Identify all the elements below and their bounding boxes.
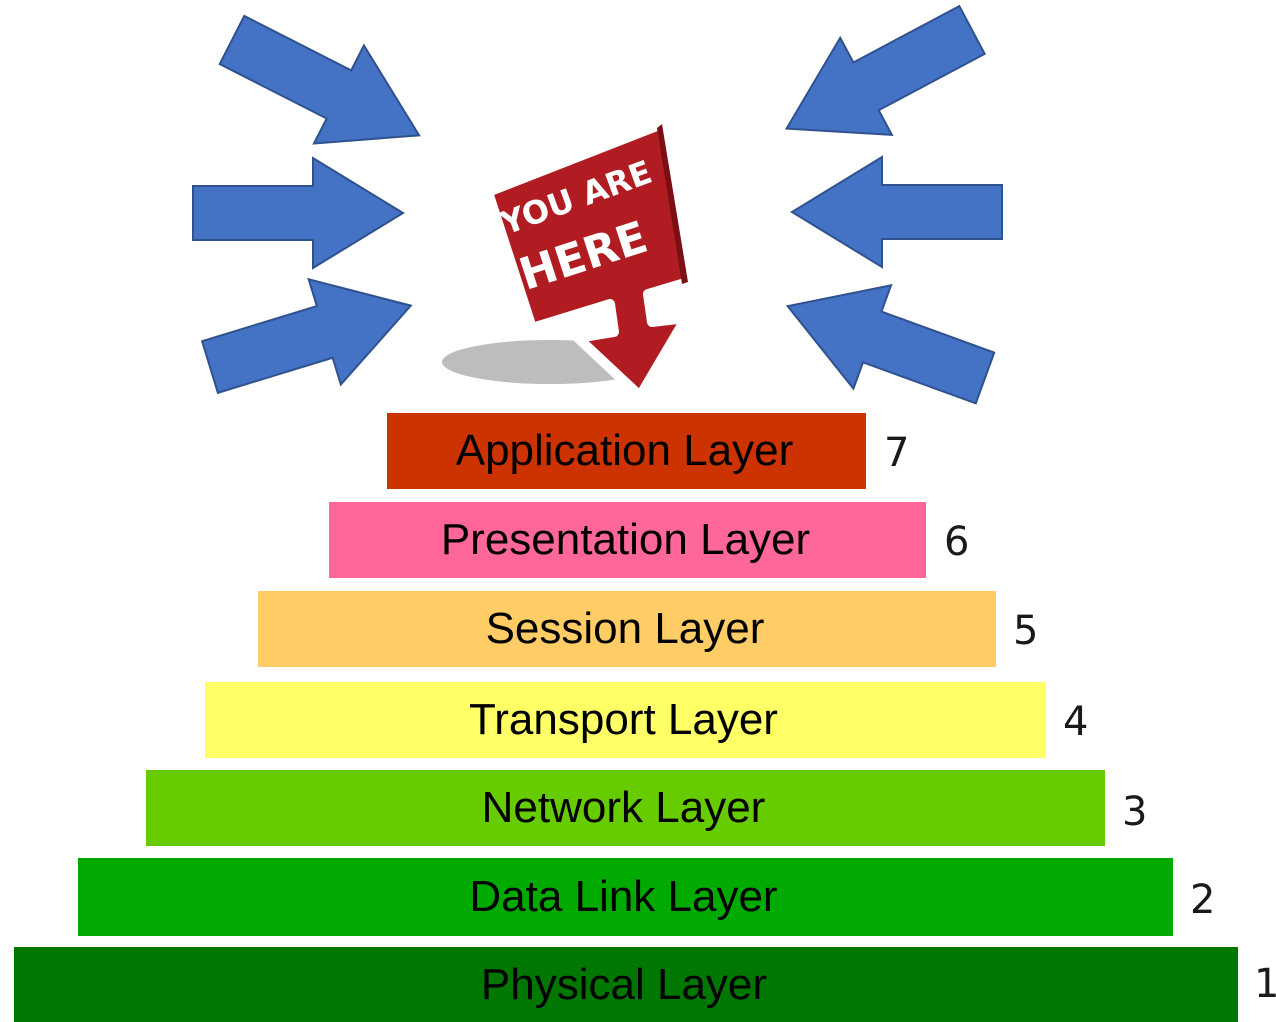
layer-bar-session: Session Layer <box>258 591 996 667</box>
layer-bar-network: Network Layer <box>146 770 1105 846</box>
layer-label: Physical Layer <box>480 959 768 1009</box>
layer-number: 7 <box>884 430 910 476</box>
layer-number: 6 <box>944 519 970 565</box>
layer-bar-application: Application Layer <box>387 413 866 489</box>
layer-bar-transport: Transport Layer <box>205 682 1046 758</box>
arrow-top-right <box>759 0 999 179</box>
arrow-middle-right <box>791 156 1003 268</box>
layer-number: 3 <box>1122 789 1148 835</box>
sign-body <box>483 119 693 401</box>
arrow-top-left <box>206 0 446 186</box>
layer-bar-data-link: Data Link Layer <box>78 858 1173 936</box>
layer-label: Data Link Layer <box>469 872 778 921</box>
layer-label: Transport Layer <box>469 695 778 744</box>
layer-label: Network Layer <box>481 783 766 832</box>
layer-label: Application Layer <box>455 426 794 475</box>
layer-bar-physical: Physical Layer <box>14 947 1238 1022</box>
layer-bar-presentation: Presentation Layer <box>329 502 926 578</box>
arrow-bottom-right <box>767 253 1005 420</box>
layer-label: Session Layer <box>485 604 765 653</box>
sign-edge <box>657 124 688 284</box>
layer-label: Presentation Layer <box>440 515 811 564</box>
you-are-here-sign: YOU ARE HERE <box>442 119 693 401</box>
layer-number: 1 <box>1254 961 1276 1007</box>
arrow-bottom-left <box>192 252 428 420</box>
arrow-middle-left <box>192 157 404 269</box>
layer-number: 4 <box>1063 699 1089 745</box>
layer-number: 5 <box>1013 608 1039 654</box>
layer-number: 2 <box>1190 877 1216 923</box>
